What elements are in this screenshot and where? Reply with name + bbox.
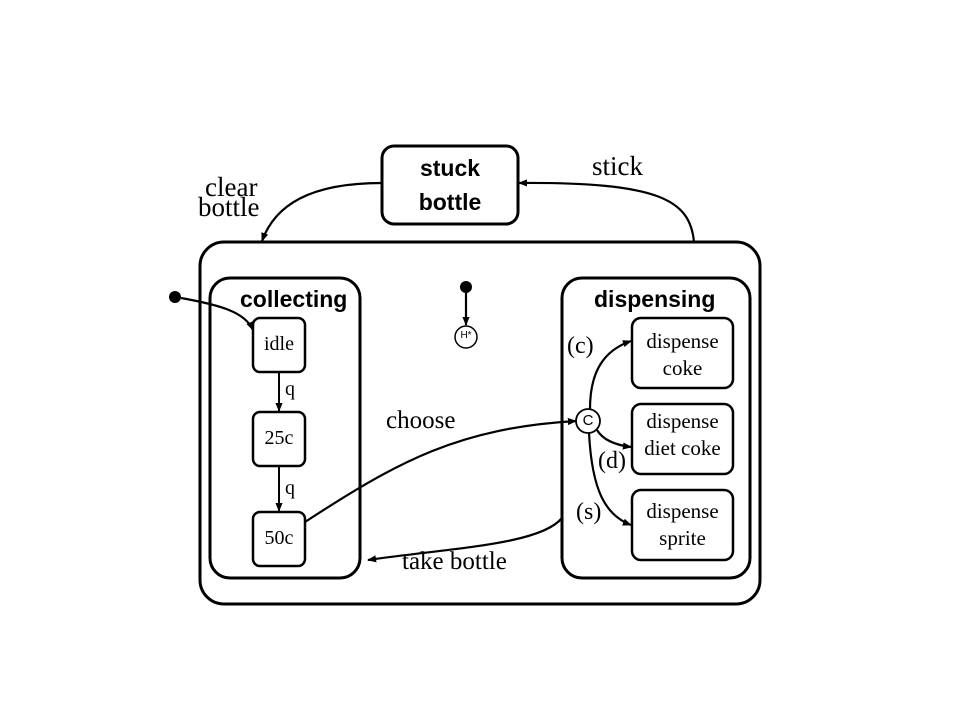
- dispense-diet-coke-line2: diet coke: [644, 436, 721, 460]
- dispense-sprite-line2: sprite: [659, 526, 706, 550]
- clear-bottle-transition: [260, 181, 383, 242]
- clear-label-line1: clear: [205, 172, 258, 202]
- 50c-state: [251, 510, 307, 568]
- choose-transition: [304, 417, 577, 523]
- choose-label: choose: [386, 407, 456, 434]
- branch-to-sprite: [587, 432, 632, 527]
- guard-c-label: (c): [567, 333, 594, 359]
- dispense-sprite-state: [630, 488, 735, 562]
- dispense-diet-coke-state: [630, 402, 735, 476]
- stuck-bottle-label-line2: bottle: [418, 189, 482, 215]
- history-label: H*: [460, 330, 472, 341]
- history-initial-dot: [460, 281, 472, 293]
- dispensing-title: dispensing: [594, 286, 716, 312]
- dispense-coke-state: [630, 316, 735, 390]
- stuck-bottle-state: [380, 144, 520, 226]
- branch-to-coke: [588, 339, 632, 410]
- 50c-label: 50c: [264, 527, 294, 549]
- history-pseudostate: [454, 325, 478, 349]
- branch-to-diet-coke: [596, 429, 632, 450]
- clear-label-line2: bottle: [198, 192, 260, 222]
- idle-label: idle: [264, 333, 294, 355]
- condition-label: C: [582, 412, 594, 429]
- dispense-diet-coke-line1: dispense: [646, 409, 719, 433]
- guard-s-label: (s): [576, 499, 602, 525]
- 25c-label: 25c: [264, 427, 294, 449]
- condition-connector: [575, 408, 601, 434]
- dispensing-state: [560, 276, 752, 580]
- dispense-sprite-line1: dispense: [646, 499, 719, 523]
- collecting-title: collecting: [240, 286, 348, 312]
- stick-transition: [518, 179, 696, 243]
- stuck-bottle-label-line1: stuck: [419, 155, 481, 181]
- take-bottle-transition: [367, 517, 563, 563]
- stick-label: stick: [592, 151, 643, 181]
- dispense-coke-line2: coke: [662, 356, 703, 380]
- q-label-1: q: [285, 378, 295, 400]
- dispense-coke-line1: dispense: [646, 329, 719, 353]
- take-bottle-label: take bottle: [402, 548, 507, 575]
- outer-state-box: [198, 240, 762, 606]
- initial-transition: [180, 296, 255, 331]
- guard-d-label: (d): [598, 448, 626, 474]
- outer-initial-dot: [169, 291, 181, 303]
- collecting-state: [208, 276, 362, 580]
- q-label-2: q: [285, 477, 295, 499]
